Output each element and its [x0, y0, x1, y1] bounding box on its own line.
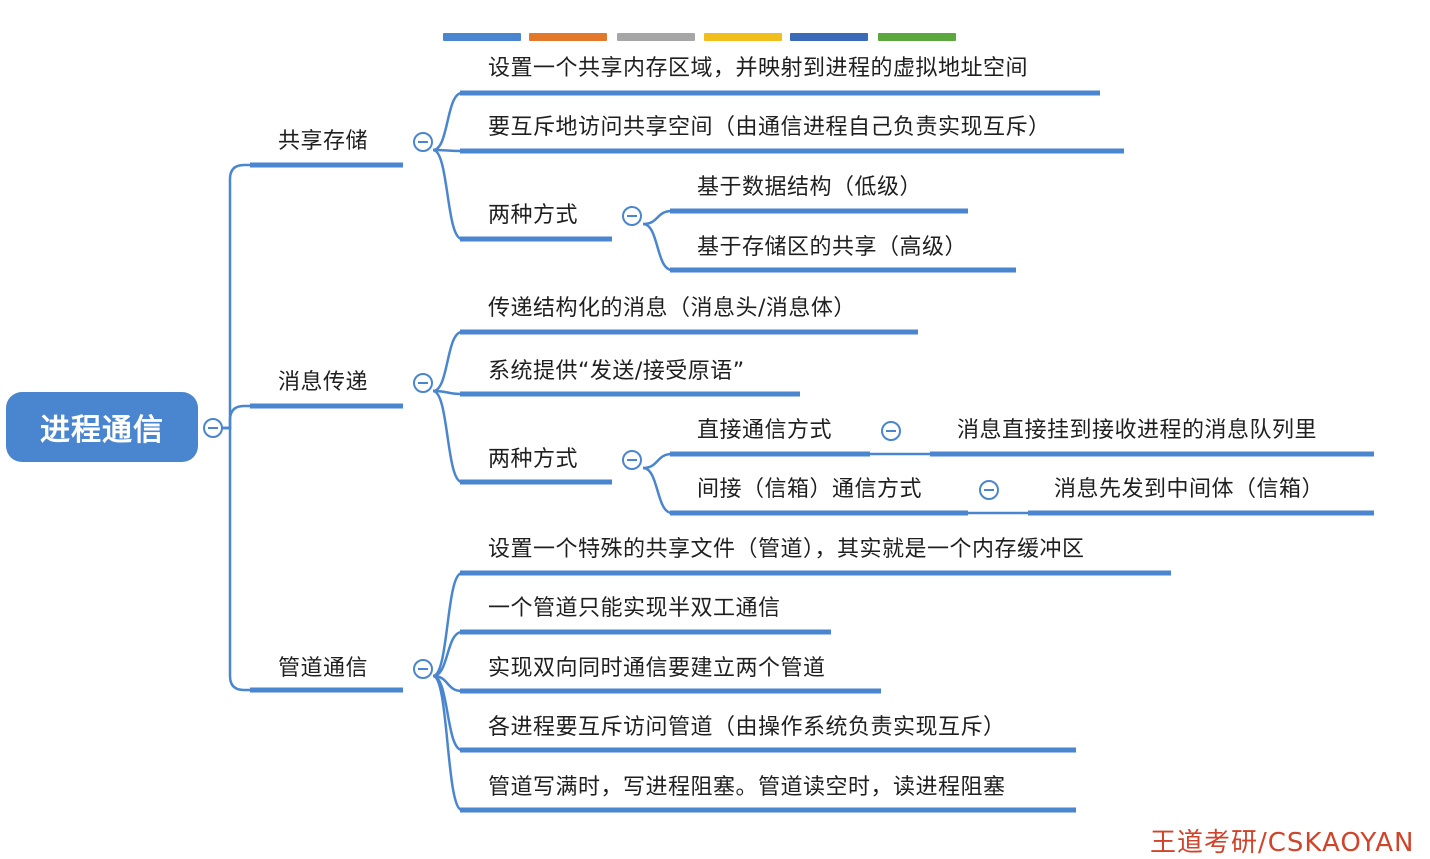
color-bar-segment: [617, 33, 695, 41]
shared-way-item[interactable]: 基于存储区的共享（高级）: [697, 235, 968, 260]
root-connector: [222, 163, 252, 430]
collapse-message-two-ways-icon[interactable]: [622, 450, 642, 470]
collapse-shared-memory-icon[interactable]: [413, 132, 433, 152]
branch-connector: [432, 571, 463, 678]
color-bar-segment: [704, 33, 782, 41]
branch-connector: [432, 330, 463, 393]
indirect-detail[interactable]: 消息先发到中间体（信箱）: [1054, 477, 1325, 502]
direct-detail[interactable]: 消息直接挂到接收进程的消息队列里: [957, 418, 1318, 443]
message-item[interactable]: 传递结构化的消息（消息头/消息体）: [488, 296, 856, 321]
shared-memory-item[interactable]: 设置一个共享内存区域，并映射到进程的虚拟地址空间: [488, 56, 1029, 81]
root-connector: [222, 404, 252, 430]
message-two-ways[interactable]: 两种方式: [488, 447, 579, 472]
pipe-item[interactable]: 管道写满时，写进程阻塞。管道读空时，读进程阻塞: [488, 775, 1006, 800]
collapse-pipe-icon[interactable]: [413, 659, 433, 679]
pipe-item[interactable]: 实现双向同时通信要建立两个管道: [488, 656, 826, 681]
indirect-communication[interactable]: 间接（信箱）通信方式: [697, 477, 923, 502]
color-bar-segment: [529, 33, 607, 41]
sub-connector: [642, 209, 673, 226]
pipe-item[interactable]: 各进程要互斥访问管道（由操作系统负责实现互斥）: [488, 715, 1006, 740]
branch-pipe[interactable]: 管道通信: [278, 656, 369, 681]
branch-shared-memory[interactable]: 共享存储: [278, 129, 369, 154]
color-bar-segment: [790, 33, 868, 41]
branch-connector: [432, 630, 463, 678]
message-item[interactable]: 系统提供“发送/接受原语”: [488, 359, 745, 384]
sub-connector: [642, 452, 673, 470]
branch-message-passing[interactable]: 消息传递: [278, 370, 369, 395]
root-connector: [222, 426, 252, 692]
branch-connector: [432, 148, 463, 241]
collapse-root-icon[interactable]: [203, 418, 223, 438]
collapse-shared-two-ways-icon[interactable]: [622, 206, 642, 226]
branch-connector: [432, 674, 463, 812]
color-bar-segment: [443, 33, 521, 41]
branch-connector: [432, 91, 463, 152]
watermark: 王道考研/CSKAOYAN: [1150, 828, 1415, 858]
collapse-indirect-icon[interactable]: [979, 480, 999, 500]
sub-connector: [642, 222, 673, 272]
branch-connector: [432, 389, 463, 484]
pipe-item[interactable]: 一个管道只能实现半双工通信: [488, 596, 781, 621]
collapse-message-passing-icon[interactable]: [413, 373, 433, 393]
direct-communication[interactable]: 直接通信方式: [697, 418, 833, 443]
root-node[interactable]: 进程通信: [6, 392, 198, 462]
shared-memory-two-ways[interactable]: 两种方式: [488, 203, 579, 228]
pipe-item[interactable]: 设置一个特殊的共享文件（管道），其实就是一个内存缓冲区: [488, 537, 1085, 562]
collapse-direct-icon[interactable]: [881, 421, 901, 441]
shared-way-item[interactable]: 基于数据结构（低级）: [697, 175, 923, 200]
color-bar-segment: [878, 33, 956, 41]
shared-memory-item[interactable]: 要互斥地访问共享空间（由通信进程自己负责实现互斥）: [488, 115, 1051, 140]
sub-connector: [642, 466, 673, 515]
